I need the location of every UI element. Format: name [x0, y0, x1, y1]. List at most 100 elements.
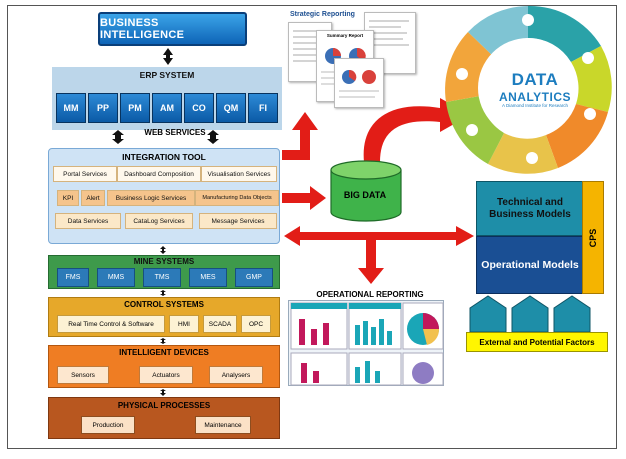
- data-analytics-line1: DATA: [511, 70, 559, 89]
- arrow-erp-ws-left: [112, 130, 124, 144]
- cps-bar: CPS: [582, 181, 604, 294]
- control-systems-box: CONTROL SYSTEMS Real Time Control & Soft…: [48, 297, 280, 337]
- arrow-horizontal-double: [284, 226, 474, 246]
- visualisation-services: Visualisation Services: [201, 166, 277, 182]
- device-actuators: Actuators: [139, 366, 193, 384]
- lightbulb-icon: [526, 152, 538, 164]
- device-analysers: Analysers: [209, 366, 263, 384]
- arrow-ctrl-intel: [160, 338, 166, 344]
- search-icon: [466, 124, 478, 136]
- database-icon: [582, 52, 594, 64]
- mine-systems-box: MINE SYSTEMS FMS MMS TMS MES GMP: [48, 255, 280, 289]
- mine-mms: MMS: [97, 268, 135, 287]
- panel-5-bars: [355, 361, 380, 383]
- control-title: CONTROL SYSTEMS: [124, 300, 204, 309]
- web-services-label: WEB SERVICES: [144, 128, 206, 137]
- cps-label: CPS: [588, 228, 598, 247]
- control-opc: OPC: [241, 315, 271, 333]
- control-hmi: HMI: [169, 315, 199, 333]
- erp-module-co: CO: [184, 93, 214, 123]
- arrow-to-opreporting: [358, 238, 384, 284]
- physical-title: PHYSICAL PROCESSES: [117, 401, 211, 410]
- big-data-cylinder: [330, 160, 402, 222]
- erp-module-fi: FI: [248, 93, 278, 123]
- pentagon-row: [469, 295, 591, 333]
- erp-module-am: AM: [152, 93, 182, 123]
- data-analytics-wheel: [445, 5, 612, 174]
- alert-box: Alert: [81, 190, 105, 206]
- ring-segment-4: [488, 133, 558, 174]
- erp-title: ERP SYSTEM: [139, 70, 195, 80]
- gear-icon: [456, 68, 468, 80]
- analytics-center: [478, 38, 578, 138]
- process-production: Production: [81, 416, 135, 434]
- red-arrows: [282, 98, 474, 284]
- erp-module-pp: PP: [88, 93, 118, 123]
- device-sensors: Sensors: [57, 366, 109, 384]
- integration-tool-box: INTEGRATION TOOL Portal Services Dashboa…: [48, 148, 280, 244]
- arrow-to-bigdata: [282, 186, 326, 210]
- physical-processes-box: PHYSICAL PROCESSES Production Maintenanc…: [48, 397, 280, 439]
- technical-business-models: Technical and Business Models: [476, 181, 584, 236]
- portal-services: Portal Services: [53, 166, 117, 182]
- mine-gmp: GMP: [235, 268, 273, 287]
- erp-module-pm: PM: [120, 93, 150, 123]
- pentagon-2: [511, 295, 549, 333]
- stack-arrows: [112, 48, 219, 396]
- arrow-bi-erp: [163, 48, 173, 65]
- dashboard-panels: [290, 302, 444, 386]
- ring-segment-1: [528, 5, 601, 62]
- big-data-label: BIG DATA: [343, 190, 387, 200]
- panel-4-bars: [301, 363, 319, 383]
- panel-3-slice-1: [423, 313, 439, 329]
- report-page-2-lines: [369, 20, 409, 46]
- arrow-integ-mine: [160, 246, 166, 254]
- operational-models: Operational Models: [476, 236, 584, 294]
- summary-report-2-charts: [339, 69, 379, 98]
- operational-reporting-title: OPERATIONAL REPORTING: [316, 290, 424, 299]
- chart-icon: [584, 108, 596, 120]
- control-scada: SCADA: [203, 315, 237, 333]
- control-realtime: Real Time Control & Software: [57, 315, 165, 333]
- dashboard-composition: Dashboard Composition: [117, 166, 201, 182]
- erp-system-box: ERP SYSTEM MM PP PM AM CO QM FI: [52, 67, 282, 130]
- erp-module-qm: QM: [216, 93, 246, 123]
- panel-3-slice-2: [423, 329, 440, 345]
- pentagon-3: [553, 295, 591, 333]
- ring-segment-3: [546, 104, 608, 168]
- mine-fms: FMS: [57, 268, 89, 287]
- data-analytics-line2: ANALYTICS: [498, 90, 572, 104]
- panel-6-pie: [412, 362, 434, 384]
- analytics-icons: [456, 14, 596, 164]
- arrow-erp-ws-right: [207, 130, 219, 144]
- process-maintenance: Maintenance: [195, 416, 251, 434]
- data-analytics-subtitle: A Diamond Institute for Research: [501, 103, 569, 108]
- kpi-box: KPI: [57, 190, 79, 206]
- cylinder-body: [330, 170, 402, 222]
- summary2-pie-b: [362, 70, 376, 84]
- data-services: Data Services: [55, 213, 121, 229]
- ring-segment-7: [468, 6, 528, 57]
- arrow-mine-ctrl: [160, 290, 166, 296]
- catalog-services: CataLog Services: [125, 213, 193, 229]
- cylinder-top: [330, 160, 402, 180]
- business-intelligence-box: BUSINESS INTELLIGENCE: [98, 12, 247, 46]
- summary-report-page-2: [334, 58, 384, 108]
- mine-title: MINE SYSTEMS: [133, 257, 195, 266]
- erp-module-mm: MM: [56, 93, 86, 123]
- panel-1-bars: [299, 319, 329, 345]
- manufacturing-data-objects: Manufacturing Data Objects: [195, 190, 279, 206]
- analytics-ring: [445, 5, 612, 174]
- arrow-to-strategic: [282, 112, 318, 160]
- mine-mes: MES: [189, 268, 227, 287]
- summary-pie-1-slice: [333, 48, 341, 56]
- lock-icon: [522, 14, 534, 26]
- ring-segment-2: [571, 46, 612, 112]
- intelligent-title: INTELLIGENT DEVICES: [119, 348, 209, 357]
- strategic-reporting-title: Strategic Reporting: [290, 11, 355, 18]
- pentagon-1: [469, 295, 507, 333]
- mine-tms: TMS: [143, 268, 181, 287]
- panel-2-bars: [355, 319, 392, 345]
- panel-1-header: [291, 303, 347, 309]
